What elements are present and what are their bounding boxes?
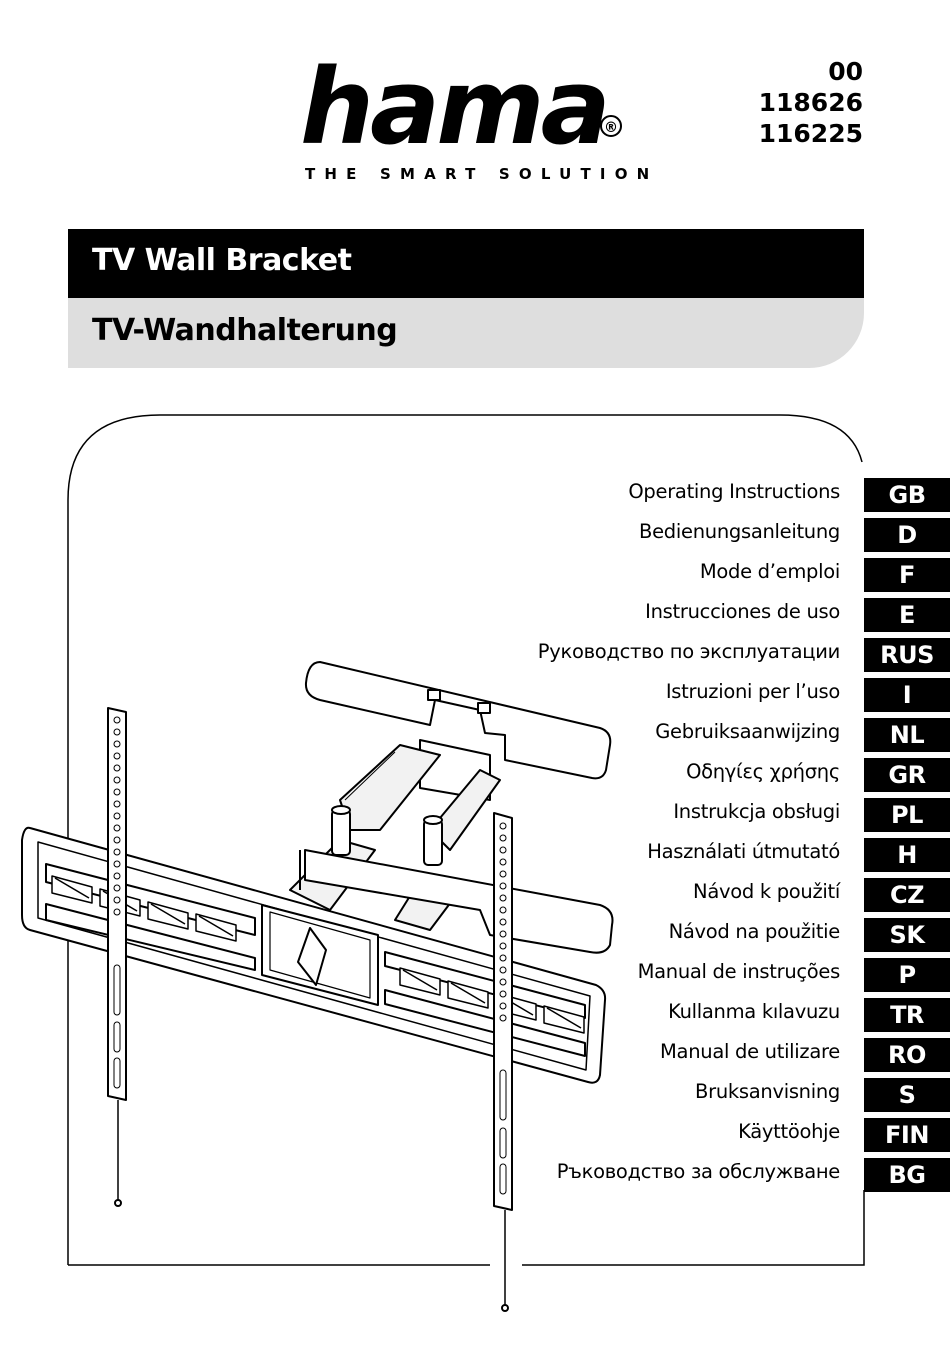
language-code-badge: RO — [864, 1038, 950, 1072]
language-row-gb: Operating Instructions GB — [0, 474, 950, 514]
article-numbers: 00 118626 116225 — [759, 56, 863, 149]
language-row-sk: Návod na použitie SK — [0, 914, 950, 954]
language-title: Käyttöohje — [738, 1120, 840, 1143]
language-row-i: Istruzioni per l’uso I — [0, 674, 950, 714]
language-title: Mode d’emploi — [699, 560, 840, 583]
language-code-badge: CZ — [864, 878, 950, 912]
language-row-rus: Руководство по эксплуатации RUS — [0, 634, 950, 674]
language-row-e: Instrucciones de uso E — [0, 594, 950, 634]
language-title: Gebruiksaanwijzing — [655, 720, 840, 743]
language-code-badge: BG — [864, 1158, 950, 1192]
language-title: Návod k použití — [693, 880, 840, 903]
language-row-f: Mode d’emploi F — [0, 554, 950, 594]
subtitle-bar: TV-Wandhalterung — [68, 298, 864, 368]
language-code-badge: F — [864, 558, 950, 592]
language-code-badge: TR — [864, 998, 950, 1032]
language-row-tr: Kullanma kılavuzu TR — [0, 994, 950, 1034]
language-row-pl: Instrukcja obsługi PL — [0, 794, 950, 834]
language-row-gr: Οδηγίες χρήσης GR — [0, 754, 950, 794]
language-title: Instrukcja obsługi — [673, 800, 840, 823]
title-bar: TV Wall Bracket — [68, 229, 864, 298]
language-title: Ръководство за обслужване — [556, 1160, 841, 1183]
logo-wordmark: hama — [300, 46, 611, 168]
language-title: Istruzioni per l’uso — [665, 680, 840, 703]
language-code-badge: PL — [864, 798, 950, 832]
language-code-badge: GB — [864, 478, 950, 512]
language-code-badge: RUS — [864, 638, 950, 672]
language-title: Bedienungsanleitung — [639, 520, 840, 543]
language-code-badge: H — [864, 838, 950, 872]
page-title: TV Wall Bracket — [92, 243, 352, 278]
language-row-s: Bruksanvisning S — [0, 1074, 950, 1114]
language-title: Bruksanvisning — [695, 1080, 840, 1103]
language-code-badge: E — [864, 598, 950, 632]
language-code-badge: D — [864, 518, 950, 552]
language-row-nl: Gebruiksaanwijzing NL — [0, 714, 950, 754]
language-title: Manual de instruções — [637, 960, 841, 983]
registered-mark: ® — [600, 115, 622, 137]
language-code-badge: P — [864, 958, 950, 992]
page-subtitle: TV-Wandhalterung — [92, 313, 398, 348]
language-title: Návod na použitie — [668, 920, 841, 943]
language-code-badge: NL — [864, 718, 950, 752]
language-row-cz: Návod k použití CZ — [0, 874, 950, 914]
language-row-fin: Käyttöohje FIN — [0, 1114, 950, 1154]
logo-tagline: THE SMART SOLUTION — [305, 165, 659, 183]
language-row-ro: Manual de utilizare RO — [0, 1034, 950, 1074]
language-row-bg: Ръководство за обслужване BG — [0, 1154, 950, 1194]
language-title: Instrucciones de uso — [645, 600, 840, 623]
language-title: Руководство по эксплуатации — [537, 640, 841, 663]
language-title: Használati útmutató — [647, 840, 840, 863]
language-title: Manual de utilizare — [660, 1040, 840, 1063]
article-number: 116225 — [758, 119, 863, 148]
language-code-badge: GR — [864, 758, 950, 792]
language-code-badge: I — [864, 678, 950, 712]
language-title: Kullanma kılavuzu — [668, 1000, 840, 1023]
language-row-p: Manual de instruções P — [0, 954, 950, 994]
language-code-badge: S — [864, 1078, 950, 1112]
language-code-badge: SK — [864, 918, 950, 952]
language-title: Οδηγίες χρήσης — [686, 760, 840, 783]
hama-logo: hama ® — [300, 55, 640, 185]
language-title: Operating Instructions — [628, 480, 840, 503]
language-code-badge: FIN — [864, 1118, 950, 1152]
article-number: 00 — [828, 57, 863, 86]
article-number: 118626 — [758, 88, 863, 117]
language-row-h: Használati útmutató H — [0, 834, 950, 874]
language-row-d: Bedienungsanleitung D — [0, 514, 950, 554]
